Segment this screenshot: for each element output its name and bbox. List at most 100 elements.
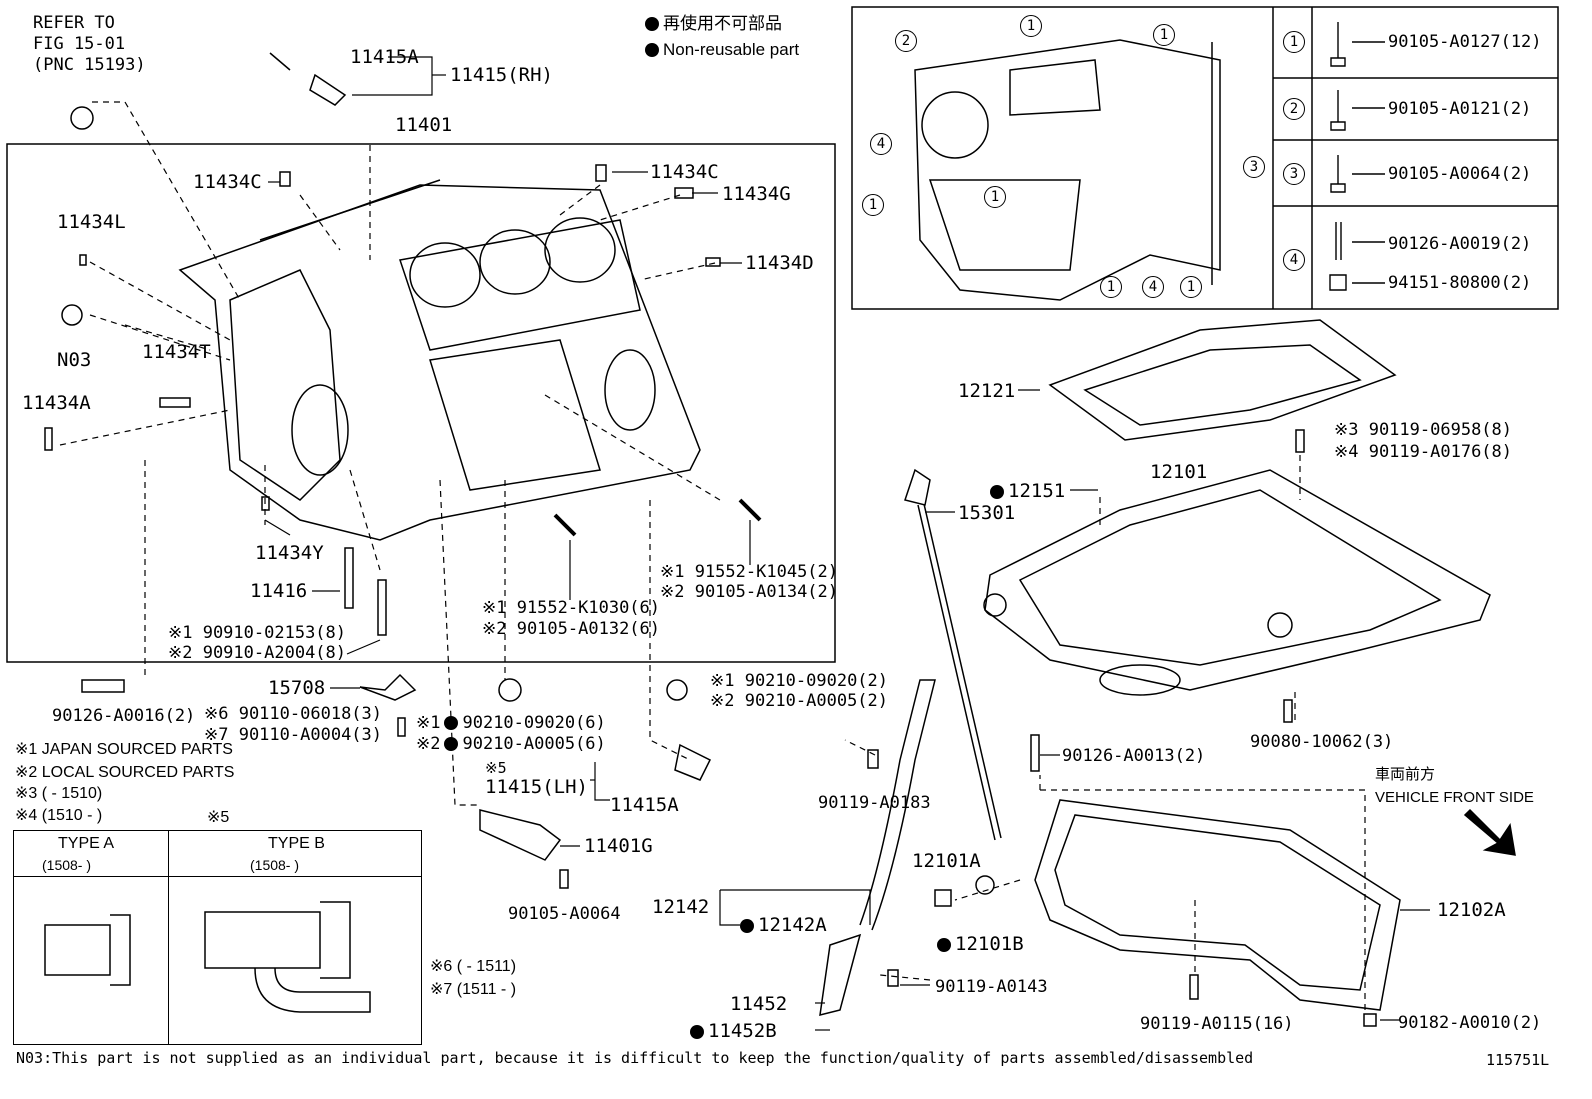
- label-12101[interactable]: 12101: [1150, 461, 1208, 483]
- label-91552-K1030[interactable]: ※1 91552-K1030(6): [482, 598, 661, 618]
- inset-callout[interactable]: 1: [862, 194, 884, 216]
- label-90119-A0183[interactable]: 90119-A0183: [818, 793, 931, 813]
- label-90119-A0176[interactable]: ※4 90119-A0176(8): [1334, 442, 1513, 462]
- note-5-selector: ※5: [485, 759, 507, 777]
- bolt-row-4-part[interactable]: 90126-A0019(2): [1388, 234, 1532, 254]
- label-11434G[interactable]: 11434G: [722, 183, 791, 205]
- inset-callout[interactable]: 4: [870, 133, 892, 155]
- inset-callout[interactable]: 1: [1100, 276, 1122, 298]
- bolt-row-1-part[interactable]: 90105-A0127(12): [1388, 32, 1542, 52]
- label-90105-A0134[interactable]: ※2 90105-A0134(2): [660, 582, 839, 602]
- label-11434C-left[interactable]: 11434C: [193, 171, 262, 193]
- note-4: ※4 (1510 - ): [15, 807, 103, 824]
- label-11415A-bottom[interactable]: 11415A: [610, 794, 679, 816]
- label-90210-A0005-2[interactable]: ※2 90210-A0005(2): [710, 691, 889, 711]
- type-table-divider: [168, 830, 169, 1045]
- type-a-range: (1508- ): [42, 857, 92, 873]
- inset-callout[interactable]: 3: [1243, 156, 1265, 178]
- non-reusable-dot-icon: [645, 43, 659, 57]
- label-15708[interactable]: 15708: [268, 677, 326, 699]
- label-N03[interactable]: N03: [57, 349, 92, 371]
- label-12102A[interactable]: 12102A: [1437, 899, 1506, 921]
- label-11452[interactable]: 11452: [730, 993, 788, 1015]
- label-90080-10062[interactable]: 90080-10062(3): [1250, 732, 1394, 752]
- label-12142A[interactable]: 12142A: [740, 915, 827, 935]
- label-90119-A0115[interactable]: 90119-A0115(16): [1140, 1014, 1294, 1034]
- note-3: ※3 ( - 1510): [15, 785, 103, 802]
- bolt-row-2-num: 2: [1283, 98, 1305, 120]
- note-7: ※7 (1511 - ): [430, 981, 517, 998]
- label-90110-A0004[interactable]: ※7 90110-A0004(3): [204, 725, 383, 745]
- label-12151[interactable]: 12151: [990, 481, 1065, 501]
- label-11434A[interactable]: 11434A: [22, 392, 91, 414]
- note-5-mark: ※5: [207, 809, 230, 826]
- legend-en: Non-reusable part: [645, 40, 799, 60]
- diagram-id: 115751L: [1486, 1051, 1550, 1069]
- type-a-label: TYPE A: [58, 835, 115, 852]
- inset-callout[interactable]: 1: [1153, 24, 1175, 46]
- label-11416[interactable]: 11416: [250, 580, 308, 602]
- non-reusable-dot-icon: [444, 716, 459, 730]
- type-b-label: TYPE B: [268, 835, 325, 852]
- label-90126-A0016[interactable]: 90126-A0016(2): [52, 706, 196, 726]
- inset-callout[interactable]: 1: [1020, 15, 1042, 37]
- label-11401G[interactable]: 11401G: [584, 835, 653, 857]
- note-1: ※1 JAPAN SOURCED PARTS: [15, 741, 233, 758]
- inset-callout[interactable]: 1: [1180, 276, 1202, 298]
- refer-line3: (PNC 15193): [33, 55, 146, 75]
- non-reusable-dot-icon: [690, 1025, 704, 1039]
- label-11434T[interactable]: 11434T: [142, 341, 211, 363]
- cylinder-block: [178, 184, 701, 541]
- label-11401[interactable]: 11401: [395, 114, 453, 136]
- label-90182-A0010[interactable]: 90182-A0010(2): [1398, 1013, 1542, 1033]
- label-90126-A0013[interactable]: 90126-A0013(2): [1062, 746, 1206, 766]
- inset-callout[interactable]: 2: [895, 30, 917, 52]
- label-11434D[interactable]: 11434D: [745, 252, 814, 274]
- label-12101B[interactable]: 12101B: [937, 934, 1024, 954]
- inset-callout[interactable]: 4: [1142, 276, 1164, 298]
- label-11452B[interactable]: 11452B: [690, 1021, 777, 1041]
- label-12101A[interactable]: 12101A: [912, 850, 981, 872]
- bolt-row-3-num: 3: [1283, 163, 1305, 185]
- label-11415LH[interactable]: 11415(LH): [485, 776, 588, 798]
- label-12121[interactable]: 12121: [958, 380, 1016, 402]
- type-table: [13, 830, 422, 1045]
- bolt-row-3-part[interactable]: 90105-A0064(2): [1388, 164, 1532, 184]
- refer-line1: REFER TO: [33, 13, 115, 33]
- label-90910-02153[interactable]: ※1 90910-02153(8): [168, 623, 347, 643]
- footer-note: N03:This part is not supplied as an indi…: [16, 1049, 1254, 1067]
- label-90119-A0143[interactable]: 90119-A0143: [935, 977, 1048, 997]
- bolt-row-4-part2[interactable]: 94151-80800(2): [1388, 273, 1532, 293]
- label-11434Y[interactable]: 11434Y: [255, 542, 324, 564]
- label-90105-A0132[interactable]: ※2 90105-A0132(6): [482, 619, 661, 639]
- refer-line2: FIG 15-01: [33, 34, 126, 54]
- non-reusable-dot-icon: [990, 485, 1004, 499]
- type-b-range: (1508- ): [250, 857, 300, 873]
- non-reusable-dot-icon: [937, 938, 951, 952]
- bolt-row-1-num: 1: [1283, 31, 1305, 53]
- label-11434L[interactable]: 11434L: [57, 211, 126, 233]
- non-reusable-dot-icon: [740, 919, 754, 933]
- label-11415RH[interactable]: 11415(RH): [450, 64, 553, 86]
- note-2: ※2 LOCAL SOURCED PARTS: [15, 764, 235, 781]
- bolt-row-2-part[interactable]: 90105-A0121(2): [1388, 99, 1532, 119]
- label-90110-06018[interactable]: ※6 90110-06018(3): [204, 704, 383, 724]
- label-90119-06958[interactable]: ※3 90119-06958(8): [1334, 420, 1513, 440]
- label-11415A-top[interactable]: 11415A: [350, 46, 419, 68]
- block-frame: [6, 143, 836, 663]
- inset-callout[interactable]: 1: [984, 186, 1006, 208]
- label-90210-09020-2[interactable]: ※1 90210-09020(2): [710, 671, 889, 691]
- label-91552-K1045[interactable]: ※1 91552-K1045(2): [660, 562, 839, 582]
- label-90910-A2004[interactable]: ※2 90910-A2004(8): [168, 643, 347, 663]
- label-11434C-right[interactable]: 11434C: [650, 161, 719, 183]
- label-12142[interactable]: 12142: [652, 896, 710, 918]
- label-90105-A0064[interactable]: 90105-A0064: [508, 904, 621, 924]
- non-reusable-dot-icon: [444, 737, 459, 751]
- vehicle-front-jp: 車両前方: [1375, 766, 1436, 783]
- type-table-header-line: [13, 876, 422, 877]
- label-15301[interactable]: 15301: [958, 502, 1016, 524]
